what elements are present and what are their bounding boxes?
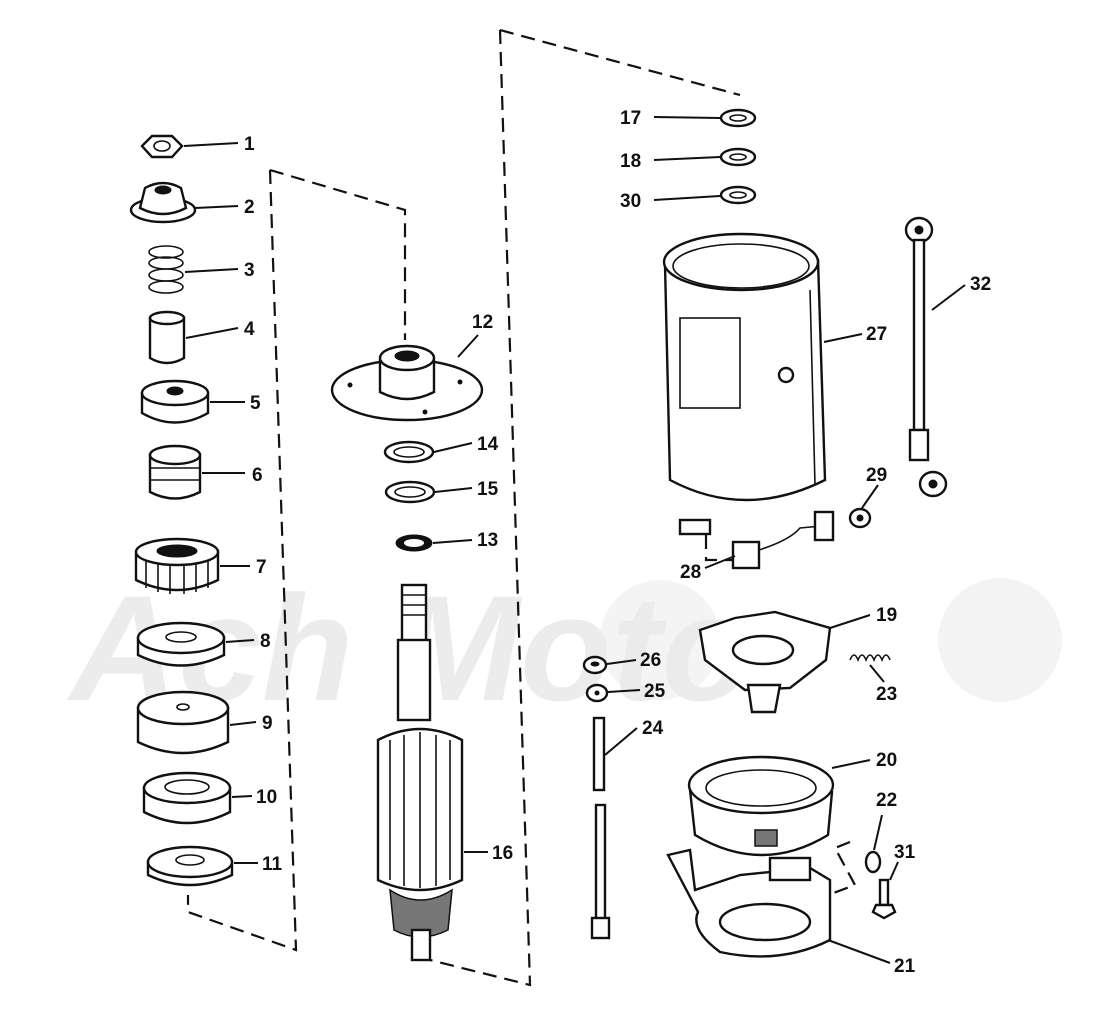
part-18-washer [719, 147, 757, 167]
callout-19: 19 [876, 605, 897, 626]
callout-4: 4 [244, 319, 255, 340]
part-16-armature [376, 583, 464, 962]
part-13-washer [395, 534, 433, 552]
part-14-washer [383, 440, 435, 464]
callout-7: 7 [256, 557, 267, 578]
callout-18: 18 [620, 151, 641, 172]
part-11-retainer [146, 845, 234, 887]
part-32-ground-strap [904, 216, 948, 498]
part-19-brush-plate [698, 610, 832, 714]
callout-9: 9 [262, 713, 273, 734]
part-26-nut [582, 655, 608, 675]
callout-10: 10 [256, 787, 277, 808]
callout-31: 31 [894, 842, 916, 863]
part-12-end-cap [330, 344, 484, 422]
part-17-washer [719, 108, 757, 128]
part-4-sleeve [148, 310, 186, 365]
part-3-spring [148, 245, 184, 294]
callout-11: 11 [262, 854, 283, 875]
part-9-collar [136, 690, 230, 755]
part-25-lockwasher [585, 683, 609, 703]
callout-23: 23 [876, 684, 897, 705]
callout-17: 17 [620, 108, 641, 129]
part-15-washer [384, 480, 436, 504]
part-8-washer [136, 621, 226, 667]
assembly-dashed-lines [186, 28, 857, 987]
callout-3: 3 [244, 260, 255, 281]
callout-13: 13 [477, 530, 498, 551]
watermark-wheel-front [600, 580, 720, 700]
callout-25: 25 [644, 681, 666, 702]
part-23-spring [849, 654, 891, 663]
part-21-mounting-bracket [666, 848, 832, 958]
callout-labels: 1 2 3 4 5 6 7 8 9 10 11 12 13 14 15 16 1… [244, 108, 991, 977]
leader-lines [183, 116, 966, 964]
callout-27: 27 [866, 324, 887, 345]
callout-6: 6 [252, 465, 263, 486]
part-31-screw [871, 878, 897, 920]
callout-2: 2 [244, 197, 255, 218]
callout-8: 8 [260, 631, 271, 652]
callout-12: 12 [472, 312, 493, 333]
part-22-insulator [864, 850, 882, 874]
part-24-through-bolt [590, 716, 611, 940]
callout-16: 16 [492, 843, 513, 864]
callout-28: 28 [680, 562, 701, 583]
watermark-wheel-rear [938, 578, 1062, 702]
callout-14: 14 [477, 434, 499, 455]
part-5-washer [140, 379, 210, 424]
callout-1: 1 [244, 134, 255, 155]
callout-26: 26 [640, 650, 661, 671]
part-27-frame-housing [662, 232, 827, 502]
part-29-nut [848, 507, 872, 529]
part-1-nut [140, 134, 184, 159]
callout-21: 21 [894, 956, 916, 977]
callout-29: 29 [866, 465, 887, 486]
part-7-pinion-gear [134, 537, 220, 594]
part-28-brush-lead [678, 510, 835, 570]
callout-20: 20 [876, 750, 897, 771]
callout-32: 32 [970, 274, 991, 295]
part-6-spring-assembly [148, 444, 202, 500]
part-2-cap [129, 181, 197, 224]
callout-5: 5 [250, 393, 261, 414]
callout-15: 15 [477, 479, 499, 500]
callout-24: 24 [642, 718, 664, 739]
part-20-end-frame [687, 755, 835, 857]
part-10-ring [142, 771, 232, 825]
callout-22: 22 [876, 790, 897, 811]
callout-30: 30 [620, 191, 641, 212]
part-30-washer [719, 185, 757, 205]
